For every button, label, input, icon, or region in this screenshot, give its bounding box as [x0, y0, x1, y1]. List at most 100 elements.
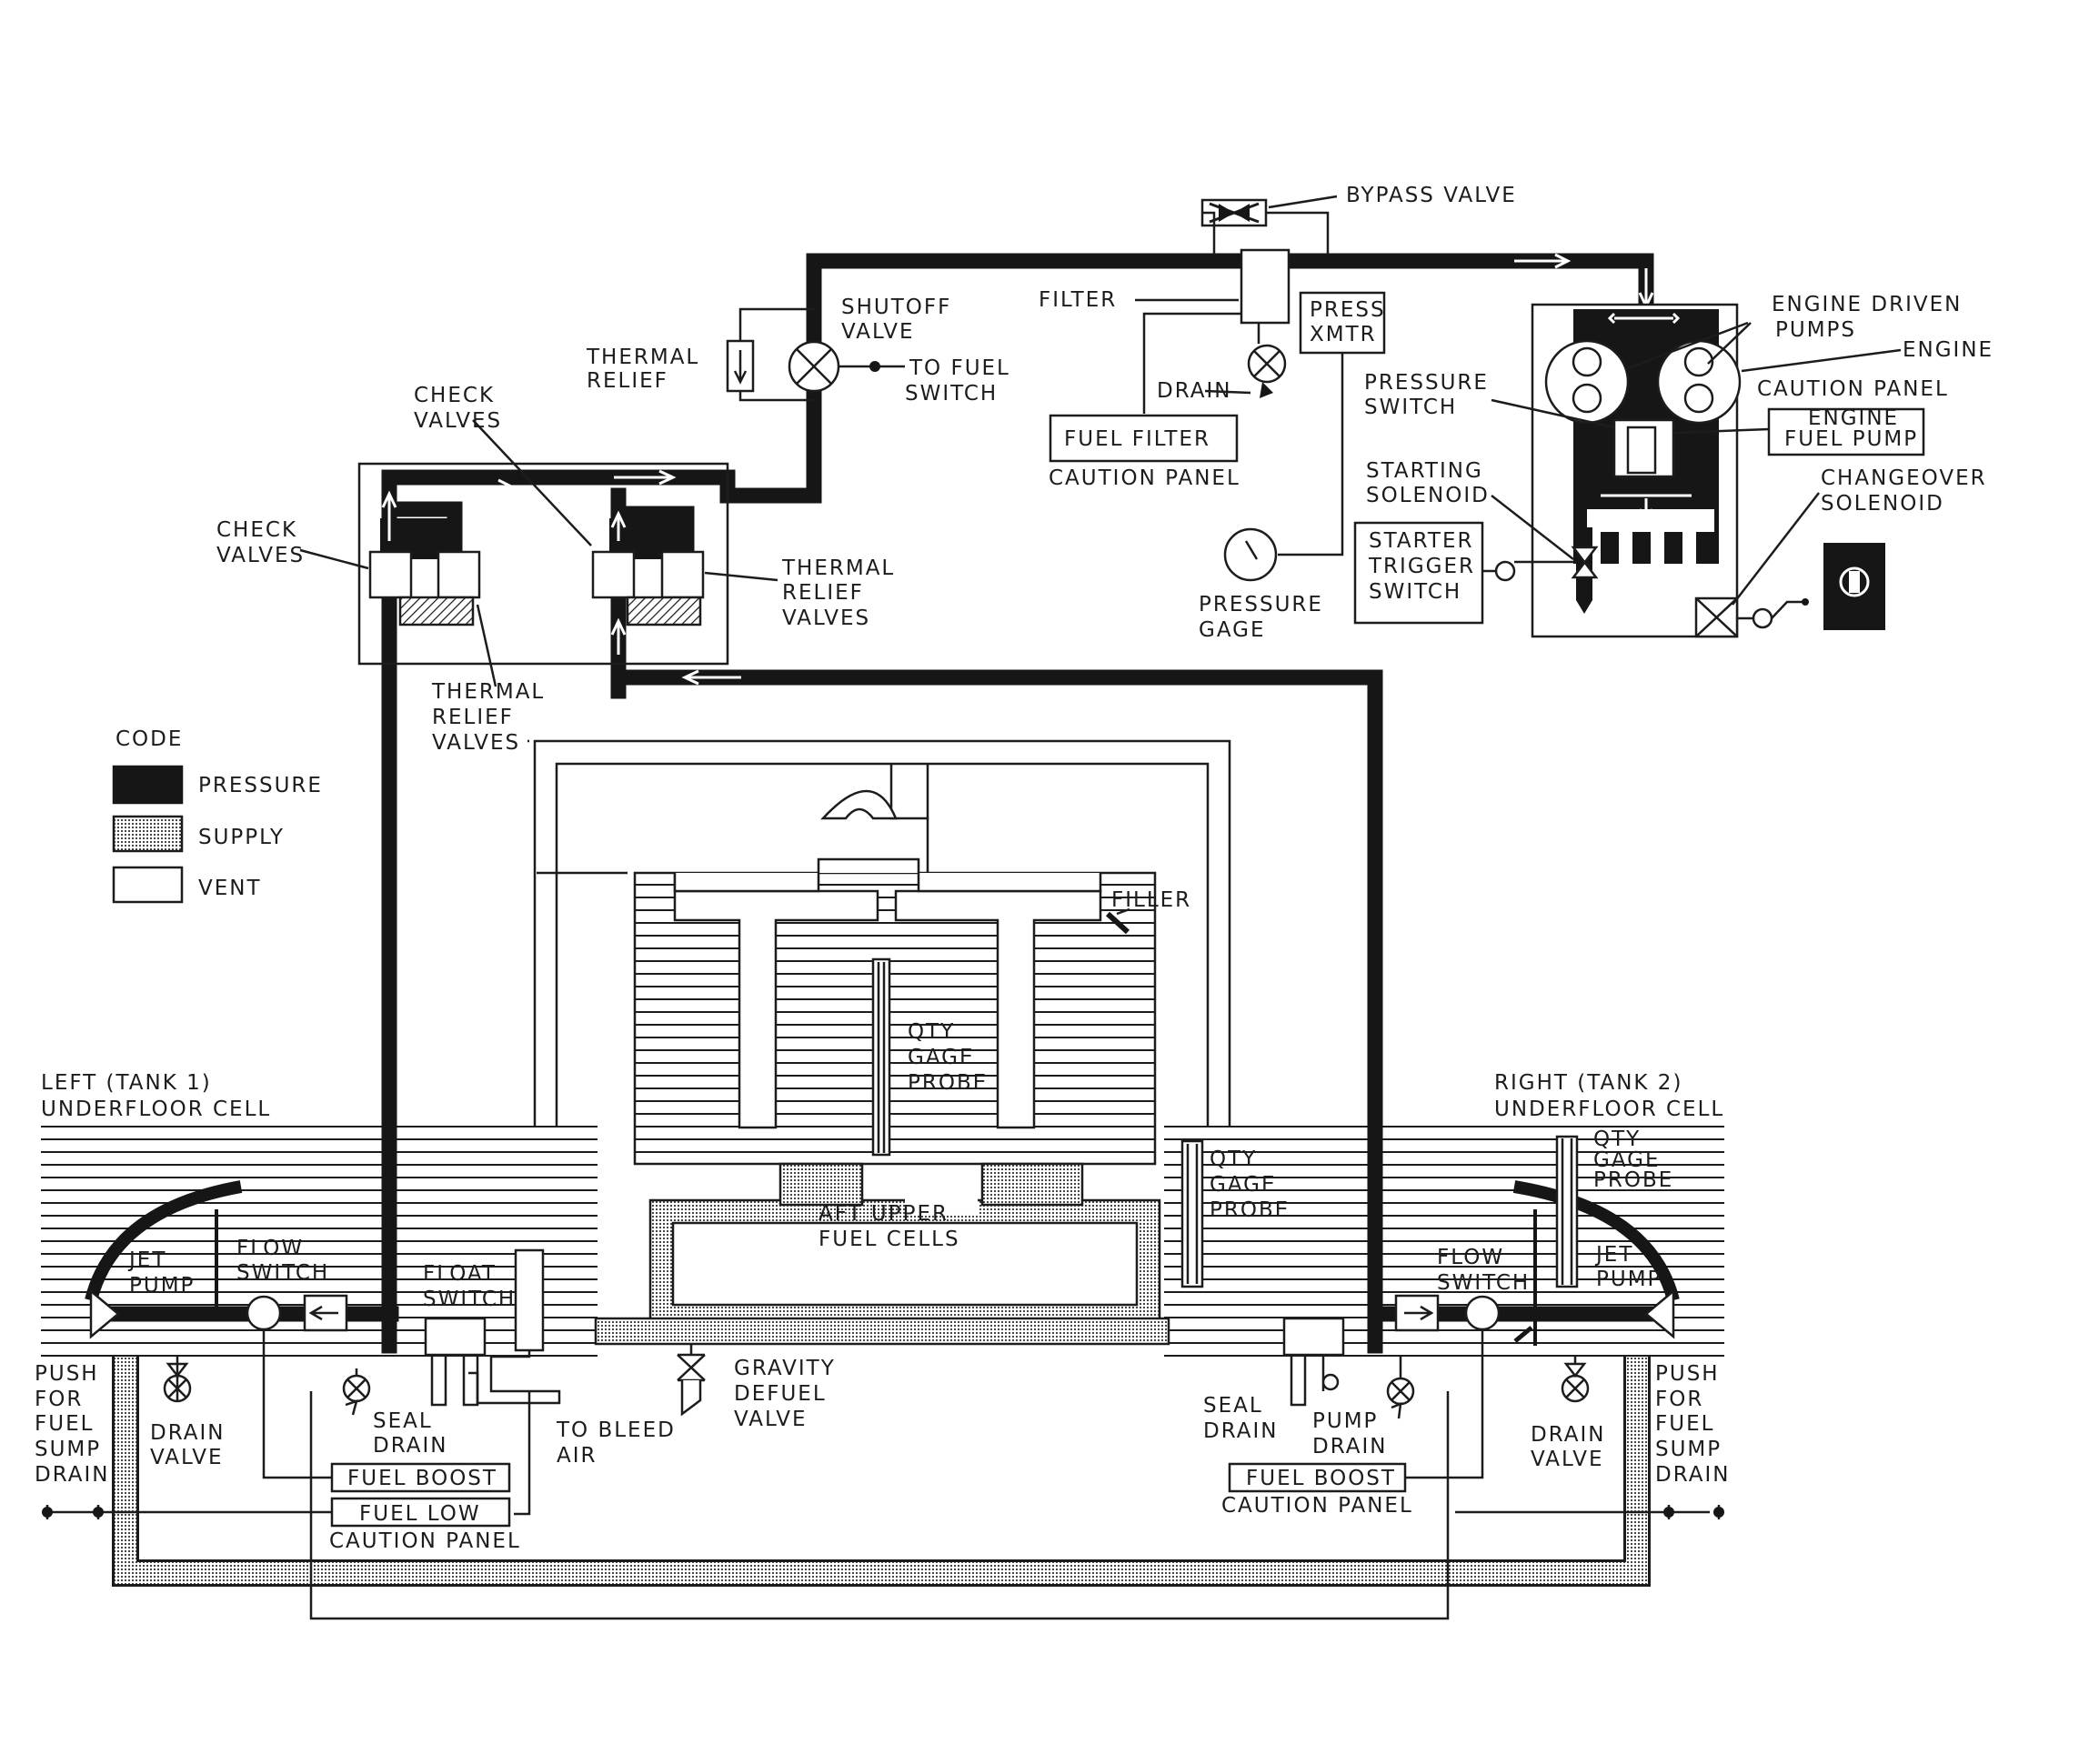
right-flow-switch [1464, 1295, 1501, 1331]
left-jet-pump [89, 1288, 120, 1339]
label-qty-right-2: GAGE [1593, 1148, 1661, 1172]
fuel-boost-left-panel [330, 1462, 511, 1493]
thermal-relief-valve-2 [660, 550, 705, 599]
label-gravity-defuel-1: GRAVITY [734, 1357, 836, 1380]
filler-cap [1105, 911, 1130, 935]
label-filter: FILTER [1039, 288, 1117, 312]
label-pressure-gage-2: GAGE [1199, 618, 1266, 642]
check-valve-2 [591, 550, 636, 599]
check-valve-1 [368, 550, 413, 599]
legend-pressure-swatch [112, 765, 184, 805]
right-jet-pump [1644, 1288, 1675, 1339]
label-push-left-4: SUMP [35, 1438, 101, 1461]
label-starting-solenoid-1: STARTING [1366, 459, 1483, 483]
label-push-right-2: FOR [1655, 1388, 1703, 1411]
label-thermal-relief-right-2: RELIEF [782, 581, 864, 605]
label-caution-panel-filter: CAUTION PANEL [1049, 466, 1240, 490]
label-flow-switch-left-2: SWITCH [236, 1261, 329, 1285]
label-seal-drain-left-1: SEAL [373, 1409, 433, 1433]
label-thermal-relief-top-1: THERMAL [586, 346, 699, 369]
label-qty-mid-3: PROBE [1210, 1198, 1290, 1222]
labels: BYPASS VALVE FILTER PRESS XMTR ENGINE DR… [35, 184, 1992, 1553]
engine-driven-pump-1 [1544, 339, 1630, 425]
left-jet-pump-pipe [85, 1180, 243, 1302]
label-engine-driven-1: ENGINE DRIVEN [1772, 293, 1962, 316]
leader-lines [299, 195, 1902, 916]
label-gravity-defuel-3: VALVE [734, 1408, 808, 1431]
label-drain: DRAIN [1157, 379, 1231, 403]
supply-lines [112, 1317, 1651, 1587]
label-check-valves-left-1: CHECK [216, 518, 297, 542]
label-flow-switch-right-2: SWITCH [1437, 1271, 1530, 1295]
label-push-right-1: PUSH [1655, 1362, 1720, 1386]
starting-solenoid [1571, 546, 1599, 579]
label-flow-switch-left-1: FLOW [236, 1237, 304, 1260]
legend: CODE PRESSURE SUPPLY VENT [112, 727, 321, 904]
label-shutoff-1: SHUTOFF [841, 296, 951, 319]
label-jet-pump-right-2: PUMP [1596, 1268, 1662, 1291]
label-pressure-switch-1: PRESSURE [1364, 371, 1489, 395]
vent-hook [820, 789, 898, 820]
label-drain-valve-left-2: VALVE [150, 1446, 224, 1469]
label-drain-valve-right-1: DRAIN [1531, 1423, 1605, 1447]
label-qty-center-2: GAGE [908, 1046, 975, 1069]
left-sump-drain-button[interactable] [42, 1507, 53, 1518]
label-qty-mid-2: GAGE [1210, 1173, 1277, 1197]
label-starter-trigger-1: STARTER [1369, 529, 1473, 553]
label-left-cell-1: LEFT (TANK 1) [41, 1071, 212, 1095]
label-qty-right-1: QTY [1593, 1128, 1641, 1151]
right-fuel-boost-pump [1282, 1317, 1345, 1357]
label-to-bleed-1: TO BLEED [556, 1418, 676, 1442]
label-bypass-valve: BYPASS VALVE [1346, 184, 1517, 207]
label-check-valves-upper-1: CHECK [414, 384, 495, 407]
label-jet-pump-left-2: PUMP [129, 1274, 195, 1298]
label-seal-drain-left-2: DRAIN [373, 1434, 447, 1458]
fuel-filter-caution-panel [1049, 414, 1239, 463]
label-filler: FILLER [1111, 888, 1191, 912]
label-push-left-2: FOR [35, 1388, 83, 1411]
label-aft-upper-2: FUEL CELLS [819, 1228, 960, 1251]
label-thermal-relief-lower-3: VALVES [432, 731, 520, 755]
starter-trigger-switch [1353, 521, 1484, 625]
pump-drain-valve [1321, 1373, 1340, 1391]
label-fuel-low: FUEL LOW [359, 1502, 481, 1526]
label-check-valves-upper-2: VALVES [414, 409, 502, 433]
label-drain-valve-right-2: VALVE [1531, 1448, 1604, 1471]
label-left-cell-2: UNDERFLOOR CELL [41, 1097, 271, 1121]
label-press-xmtr-2: XMTR [1310, 323, 1377, 346]
gravity-defuel-valve [677, 1344, 706, 1382]
label-pressure-switch-2: SWITCH [1364, 396, 1457, 419]
label-shutoff-2: VALVE [841, 320, 915, 344]
vent-outer-frame [533, 739, 1231, 1128]
mid-qty-gage-probe [1180, 1139, 1204, 1288]
label-right-cell-1: RIGHT (TANK 2) [1494, 1071, 1682, 1095]
label-jet-pump-left-1: JET [127, 1248, 166, 1272]
label-engine-fuel-pump-1: ENGINE [1808, 406, 1899, 430]
label-changeover-1: CHANGEOVER [1821, 466, 1987, 490]
engine-fuel-pump-caution-panel [1767, 407, 1925, 456]
thermal-relief-valve-1 [437, 550, 481, 599]
label-press-xmtr-1: PRESS [1310, 298, 1386, 322]
label-engine-fuel-pump-2: FUEL PUMP [1784, 427, 1918, 451]
fuel-boost-right-panel [1228, 1462, 1407, 1493]
legend-supply-swatch [112, 815, 184, 853]
label-qty-center-3: PROBE [908, 1071, 988, 1095]
label-push-left-5: DRAIN [35, 1463, 109, 1487]
label-engine-driven-2: PUMPS [1775, 318, 1856, 342]
label-gravity-defuel-2: DEFUEL [734, 1382, 827, 1406]
right-qty-gage-probe [1555, 1135, 1579, 1288]
legend-vent-swatch [112, 866, 184, 904]
label-drain-valve-left-1: DRAIN [150, 1421, 225, 1445]
label-thermal-relief-lower-2: RELIEF [432, 706, 514, 729]
label-push-left-3: FUEL [35, 1412, 94, 1436]
label-pressure-gage-1: PRESSURE [1199, 593, 1323, 616]
legend-supply-label: SUPPLY [198, 826, 285, 849]
vent-inner-frame [555, 762, 1210, 1128]
press-xmtr [1299, 291, 1386, 355]
right-sump-drain-button[interactable] [1713, 1507, 1724, 1518]
vent-standpipe [889, 764, 929, 820]
label-starter-trigger-2: TRIGGER [1368, 555, 1475, 578]
label-push-right-3: FUEL [1655, 1412, 1714, 1436]
label-to-fuel-2: SWITCH [905, 382, 998, 406]
pressure-gage [1223, 527, 1278, 582]
